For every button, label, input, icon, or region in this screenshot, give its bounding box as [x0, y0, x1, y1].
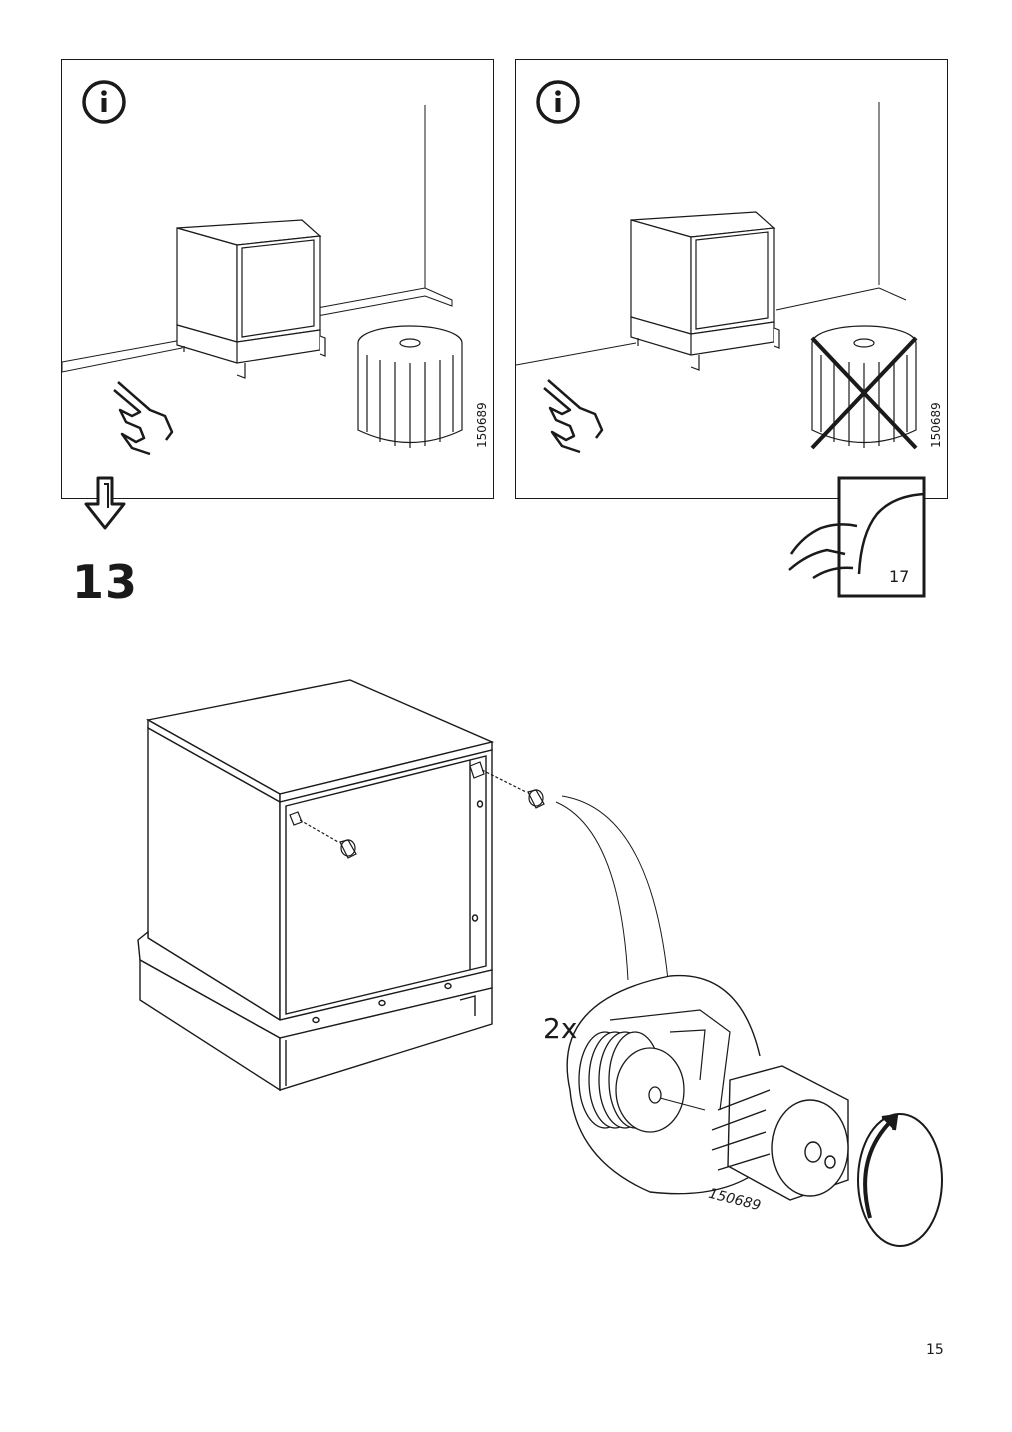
rotate-clockwise-icon [857, 1113, 943, 1247]
page-reference: 17 [785, 474, 930, 602]
hand-icon [543, 379, 604, 454]
cross-out-icon [810, 336, 918, 450]
page-number: 15 [926, 1342, 944, 1358]
assembly-illustration [137, 679, 943, 1247]
screw-bolts [289, 761, 527, 843]
quantity-label: 2x [543, 1012, 578, 1045]
hand-icon [113, 381, 174, 456]
panel-left-illustration [62, 80, 463, 456]
cabinet-with-plinth [630, 211, 780, 371]
down-arrow-icon [84, 476, 126, 530]
info-panel-right: 150689 [515, 59, 948, 499]
foot-fitting [357, 325, 463, 448]
detail-magnifier [566, 974, 943, 1247]
info-panel-left: 150689 [61, 59, 494, 499]
part-code-label: 150689 [929, 402, 943, 448]
panel-right-illustration [516, 80, 918, 454]
info-icon [536, 80, 580, 124]
step-number: 13 [72, 555, 139, 609]
cabinet [137, 679, 495, 1092]
cabinet-with-plinth [176, 219, 326, 379]
fitting-small [339, 789, 545, 859]
info-icon [82, 80, 126, 124]
part-code-label: 150689 [475, 402, 489, 448]
target-page-number: 17 [889, 567, 910, 586]
foot-fitting [711, 1065, 849, 1201]
page-turn-icon [788, 476, 926, 598]
